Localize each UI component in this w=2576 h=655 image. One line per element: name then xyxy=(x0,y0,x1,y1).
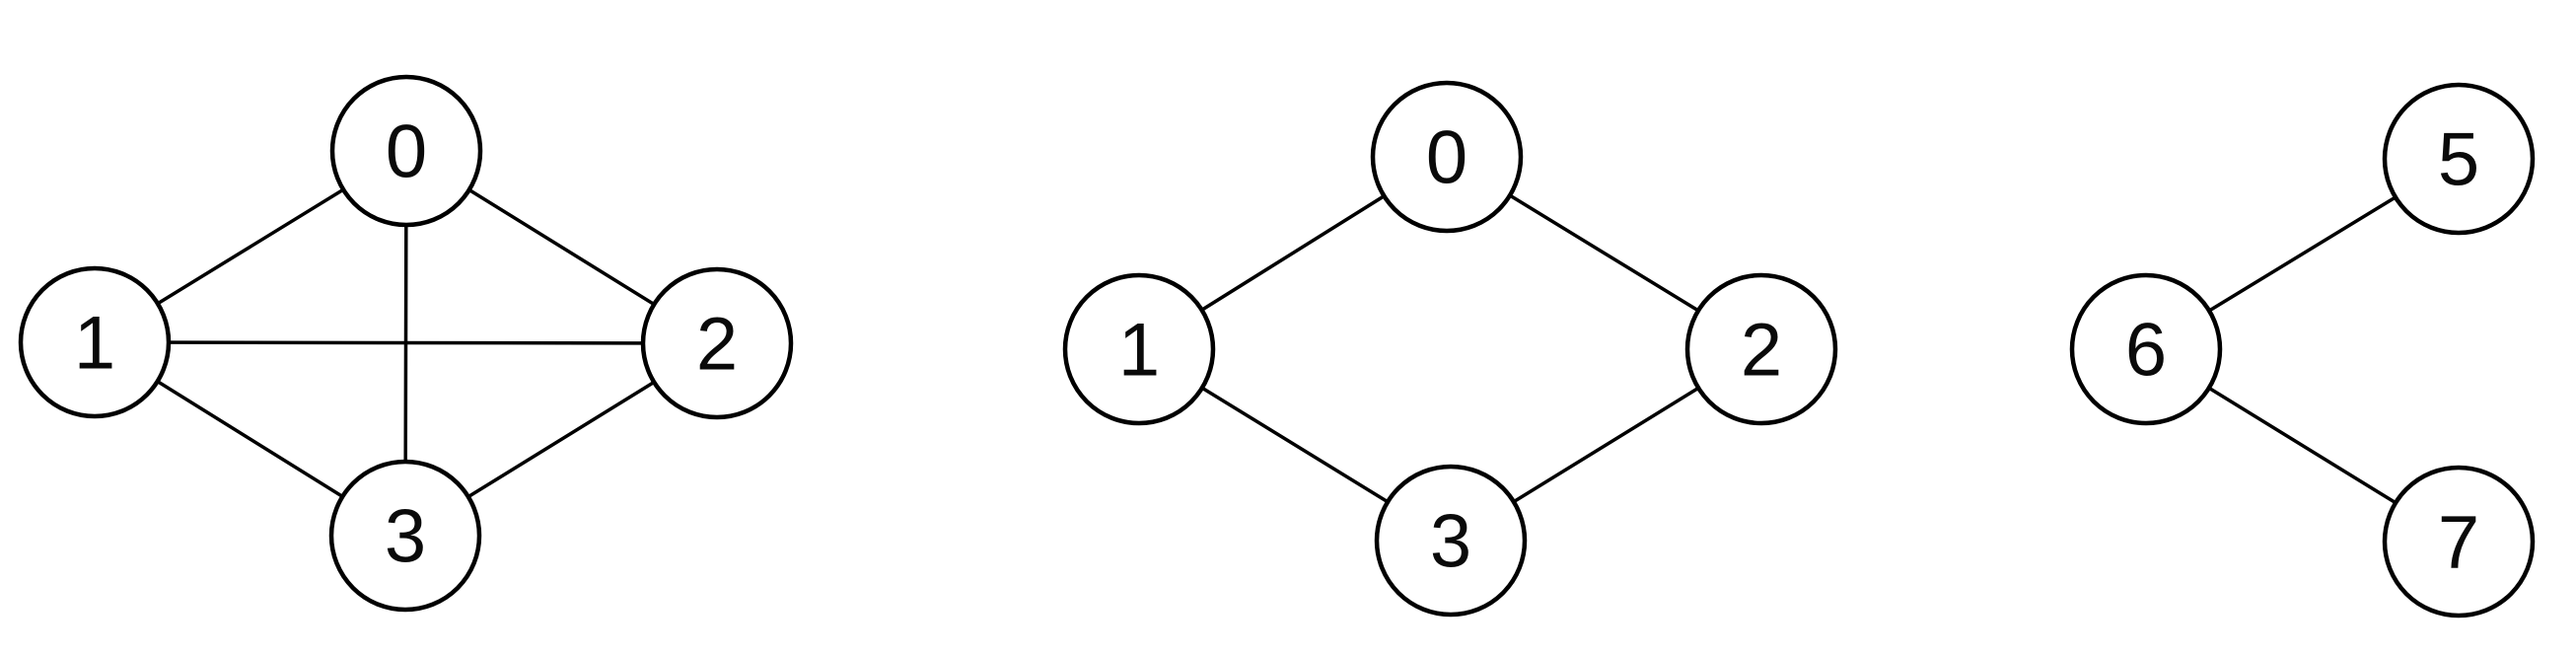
graph-3-tree-node-6 xyxy=(2069,272,2223,426)
graph-1-complete-k4-edge-1-2 xyxy=(93,340,719,345)
graph-3-tree-node-5-label: 5 xyxy=(2438,118,2479,202)
graph-2-cycle-node-1 xyxy=(1062,272,1216,426)
graph-1-complete-k4-node-2 xyxy=(640,266,794,420)
graph-2-cycle: 0 1 2 3 xyxy=(1062,80,1838,618)
graph-3-tree-node-7-label: 7 xyxy=(2438,501,2479,585)
graph-2-cycle-node-0-label: 0 xyxy=(1426,116,1467,200)
graph-1-complete-k4-node-1 xyxy=(18,265,172,419)
graph-3-tree: 5 6 7 xyxy=(2069,82,2536,619)
graph-1-complete-k4: 0 1 2 3 xyxy=(18,74,794,613)
graph-2-cycle-node-3-label: 3 xyxy=(1430,500,1471,584)
graph-1-complete-k4-node-2-label: 2 xyxy=(696,303,738,387)
graph-2-cycle-node-2 xyxy=(1684,272,1838,426)
graph-1-complete-k4-node-0-label: 0 xyxy=(386,110,427,194)
graph-2-cycle-node-1-label: 1 xyxy=(1118,309,1160,393)
graph-3-tree-node-7 xyxy=(2382,465,2536,619)
graph-1-complete-k4-node-3 xyxy=(328,459,482,613)
graph-2-cycle-node-2-label: 2 xyxy=(1741,309,1782,393)
graph-1-complete-k4-node-1-label: 1 xyxy=(74,302,115,386)
graph-3-tree-node-5 xyxy=(2382,82,2536,236)
graph-1-complete-k4-node-0 xyxy=(329,74,483,228)
graph-1-complete-k4-node-3-label: 3 xyxy=(385,495,426,579)
graph-2-cycle-node-3 xyxy=(1374,464,1528,618)
graph-2-cycle-node-0 xyxy=(1370,80,1524,234)
graph-3-tree-node-6-label: 6 xyxy=(2125,309,2167,393)
